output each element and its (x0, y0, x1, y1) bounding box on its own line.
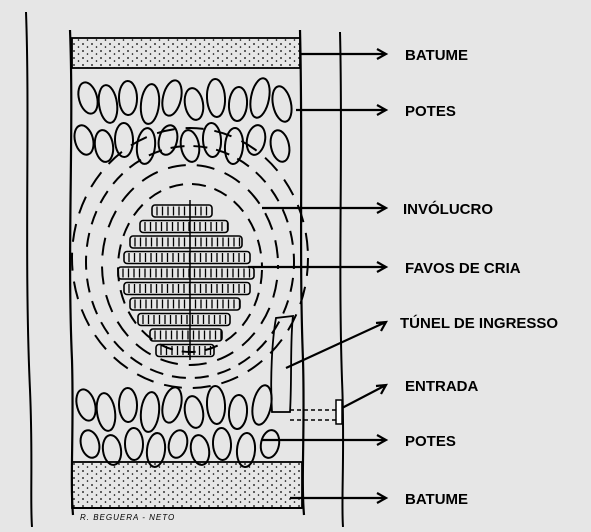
honey-pot (139, 391, 161, 433)
honey-pot (228, 394, 248, 429)
label-favos-de-cria: FAVOS DE CRIA (405, 260, 521, 277)
honey-pot (71, 123, 96, 157)
honey-pot (135, 127, 157, 165)
brood-comb (138, 314, 230, 326)
honey-pot (212, 428, 232, 461)
label-batume-top: BATUME (405, 47, 468, 64)
leader-involucro (262, 203, 386, 213)
honey-pot (96, 84, 119, 124)
honey-pot (182, 395, 205, 430)
honey-pot (73, 387, 99, 423)
honey-pot (166, 428, 190, 459)
artist-signature: R. BEGUERA - NETO (80, 513, 175, 522)
honey-pot (94, 392, 117, 432)
trunk-wall-left (26, 12, 32, 527)
batume-bottom-layer (72, 462, 302, 508)
label-potes-bottom: POTES (405, 433, 456, 450)
honey-pots-bottom (73, 384, 281, 468)
label-potes-top: POTES (405, 103, 456, 120)
honey-pot (159, 385, 185, 424)
leader-batume-top (300, 49, 386, 59)
honey-pot (228, 86, 248, 121)
honey-pot (244, 124, 267, 157)
brood-comb (124, 283, 250, 295)
leader-batume-bottom (290, 493, 386, 503)
leader-lines (248, 49, 386, 503)
honey-pots-top (71, 77, 294, 165)
honey-pot (119, 388, 138, 422)
entrance-tunnel (271, 316, 293, 412)
honey-pot (75, 80, 101, 116)
label-involucro: INVÓLUCRO (403, 200, 493, 218)
trunk-wall-right (340, 32, 343, 527)
brood-comb (130, 236, 242, 248)
honey-pot (268, 128, 292, 163)
leader-favos (248, 262, 386, 272)
brood-comb (152, 205, 212, 217)
honey-pot (269, 85, 294, 124)
cavity-wall-right (300, 30, 304, 515)
honey-pot (247, 77, 272, 120)
entrance-opening (336, 400, 342, 424)
label-tunel-de-ingresso: TÚNEL DE INGRESSO (400, 314, 558, 332)
honey-pot (119, 81, 138, 115)
honey-pot (182, 87, 205, 122)
honey-pot (139, 83, 161, 125)
honey-pot (78, 428, 103, 460)
batume-top-layer (72, 38, 300, 68)
cavity-wall-left (70, 30, 73, 515)
honey-pot (159, 78, 185, 117)
honey-pot (115, 123, 134, 157)
honey-pot (224, 127, 244, 164)
label-batume-bottom: BATUME (405, 491, 468, 508)
honey-pot (202, 123, 222, 158)
honey-pot (258, 429, 281, 460)
honey-pot (206, 79, 226, 118)
honey-pot (206, 386, 226, 425)
leader-entrada (342, 385, 386, 408)
brood-comb (124, 252, 250, 264)
honey-pot (93, 129, 115, 163)
honey-pot (125, 428, 144, 460)
label-entrada: ENTRADA (405, 378, 478, 395)
leader-potes-bottom (262, 435, 386, 445)
